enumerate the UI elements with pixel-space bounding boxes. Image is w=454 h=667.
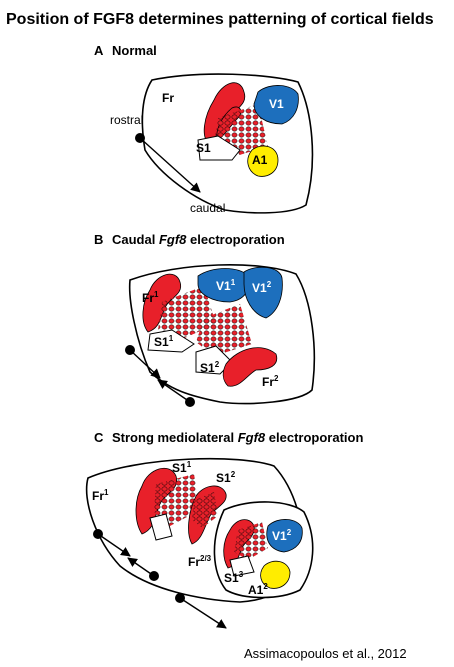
panel-c: C Strong mediolateral Fgf8 electroporati… [85, 430, 363, 629]
panel-b-arrow-2 [157, 379, 191, 403]
panel-b-v1-2-sup: 2 [267, 280, 272, 289]
rostral-label: rostral [110, 113, 143, 127]
panel-b-v1-1-field [197, 268, 250, 303]
panel-c-v1-2-sup: 2 [287, 528, 292, 537]
panel-c-s1-2-label: S12 [216, 470, 236, 485]
panel-c-s1-1-text: S1 [172, 461, 187, 475]
panel-a-fr-label: Fr [162, 91, 174, 105]
figure-credit: Assimacopoulos et al., 2012 [244, 646, 407, 661]
panel-b-letter: B [94, 232, 103, 247]
panel-c-a1-2-sup: 2 [263, 582, 268, 591]
panel-c-fr1-label: Fr1 [92, 488, 109, 503]
panel-b-fr2-label: Fr2 [262, 374, 279, 389]
panel-c-heading-post: electroporation [265, 430, 363, 445]
panel-a-v1-label: V1 [269, 97, 284, 111]
panel-b-fr1-text: Fr [142, 291, 154, 305]
panel-c-barrel-field-3 [234, 522, 268, 560]
panel-c-arrow-3 [179, 597, 227, 629]
panel-c-s1-3-white [229, 555, 255, 577]
panel-c-arrow-1 [97, 533, 131, 557]
panel-c-s1-2-text: S1 [216, 471, 231, 485]
panel-c-fr23-label: Fr2/3 [188, 554, 212, 569]
panel-b-v1-2-field [243, 266, 283, 319]
panel-b-barrel-field-2 [196, 304, 252, 356]
panel-a-a1-field [247, 145, 279, 177]
panel-b-fr1-label: Fr1 [142, 290, 159, 305]
panel-c-heading: Strong mediolateral Fgf8 electroporation [112, 430, 363, 445]
panel-b-fr1-sup: 1 [154, 290, 159, 299]
panel-b-v1-1-sup: 1 [231, 278, 236, 287]
panel-b-s1-1-region [147, 329, 195, 353]
panel-b: B Caudal Fgf8 electroporation Fr1 V11 V1… [94, 232, 316, 407]
panel-b-v1-2-label: V12 [252, 280, 272, 295]
panel-b-s1-1-text: S1 [154, 335, 169, 349]
panel-b-v1-1-text: V1 [216, 279, 231, 293]
panel-b-s1-1-sup: 1 [169, 334, 174, 343]
panel-c-fr23-sup: 2/3 [200, 554, 212, 563]
panel-c-v1-2-field [266, 519, 303, 553]
panel-c-s1-3-sup: 3 [239, 570, 244, 579]
panel-c-fr23-text: Fr [188, 555, 200, 569]
panel-c-a1-2-field [260, 560, 291, 589]
panel-c-fr1-sup: 1 [104, 488, 109, 497]
panel-b-heading-post: electroporation [186, 232, 284, 247]
panel-c-barrel-field-1 [154, 474, 200, 526]
figure-title: Position of FGF8 determines patterning o… [6, 11, 434, 28]
panel-c-arrow-2 [127, 557, 155, 577]
panel-b-v1-1-label: V11 [216, 278, 236, 293]
panel-c-a1-2-label: A12 [248, 582, 268, 597]
caudal-label: caudal [190, 201, 225, 215]
panel-c-fr1-text: Fr [92, 489, 104, 503]
panel-a-s1-region [197, 135, 241, 161]
panel-b-v1-2-text: V1 [252, 281, 267, 295]
panel-c-barrel-field-2 [192, 492, 218, 528]
panel-c-letter: C [94, 430, 104, 445]
panel-b-s1-1-label: S11 [154, 334, 174, 349]
panel-c-s1-1-label: S11 [172, 460, 192, 475]
panel-c-v1-2-label: V12 [272, 528, 292, 543]
panel-a-heading: Normal [112, 43, 157, 58]
panel-b-heading-pre: Caudal [112, 232, 159, 247]
panel-b-frontal-field-2 [222, 347, 278, 387]
panel-b-fr2-sup: 2 [274, 374, 279, 383]
panel-a: A Normal Fr V1 S1 A1 rostral caudal [94, 43, 314, 215]
panel-b-heading-italic: Fgf8 [159, 232, 187, 247]
panel-c-s1-3-label: S13 [224, 570, 244, 585]
panel-a-a1-label: A1 [252, 153, 268, 167]
panel-c-s1-1-white [149, 513, 173, 541]
panel-c-v1-2-text: V1 [272, 529, 287, 543]
panel-c-a1-2-text: A1 [248, 583, 264, 597]
panel-a-v1-field [253, 85, 299, 125]
panel-b-s1-2-label: S12 [200, 360, 220, 375]
panel-b-s1-2-sup: 2 [215, 360, 220, 369]
panel-b-s1-2-text: S1 [200, 361, 215, 375]
panel-c-heading-pre: Strong mediolateral [112, 430, 238, 445]
panel-c-s1-3-text: S1 [224, 571, 239, 585]
panel-a-axis-arrow [139, 137, 201, 193]
panel-a-s1-label: S1 [196, 141, 211, 155]
panel-b-arrow-1 [129, 349, 161, 379]
panel-c-heading-italic: Fgf8 [238, 430, 266, 445]
panel-a-letter: A [94, 43, 104, 58]
panel-b-fr2-text: Fr [262, 375, 274, 389]
panel-c-s1-2-sup: 2 [231, 470, 236, 479]
panel-c-s1-1-sup: 1 [187, 460, 192, 469]
panel-b-heading: Caudal Fgf8 electroporation [112, 232, 285, 247]
